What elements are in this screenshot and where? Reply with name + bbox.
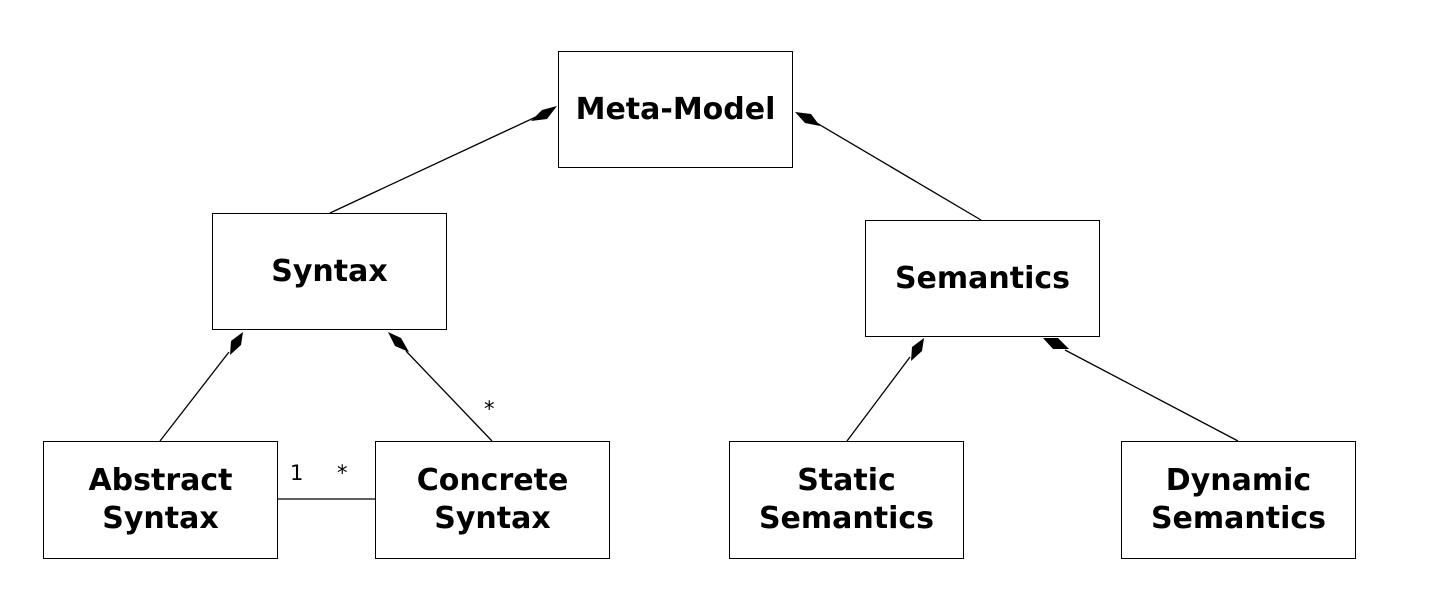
node-semantics: Semantics [865,220,1100,337]
composition-diamond-icon [911,338,924,361]
node-concrete-syntax-label: Concrete Syntax [416,463,569,536]
connector-semantics-dynamic [1064,349,1239,442]
node-abstract-syntax: Abstract Syntax [43,441,278,559]
node-abstract-syntax-label: Abstract Syntax [88,463,233,536]
composition-diamond-icon [795,112,820,126]
composition-diamond-icon [531,106,557,121]
multiplicity-concrete-end: * [337,461,348,485]
node-meta-model-label: Meta-Model [575,91,776,127]
node-semantics-label: Semantics [894,260,1071,296]
composition-diamond-icon [230,332,243,355]
node-static-semantics-label: Static Semantics [758,463,935,536]
node-dynamic-semantics-label: Dynamic Semantics [1150,463,1327,536]
multiplicity-syntax-concrete: * [484,397,495,421]
connector-metamodel-semantics [814,121,982,221]
connector-syntax-abstract [159,351,230,442]
node-concrete-syntax: Concrete Syntax [375,441,610,559]
node-dynamic-semantics: Dynamic Semantics [1121,441,1356,559]
connector-semantics-static [846,356,911,442]
node-meta-model: Meta-Model [558,51,793,168]
node-static-semantics: Static Semantics [729,441,964,559]
composition-diamond-icon [1043,338,1069,349]
multiplicity-abstract-end: 1 [290,461,304,485]
connector-metamodel-syntax [329,115,539,214]
composition-diamond-icon [388,332,409,352]
node-syntax: Syntax [212,213,447,330]
node-syntax-label: Syntax [271,253,388,289]
connector-syntax-concrete [405,350,493,442]
